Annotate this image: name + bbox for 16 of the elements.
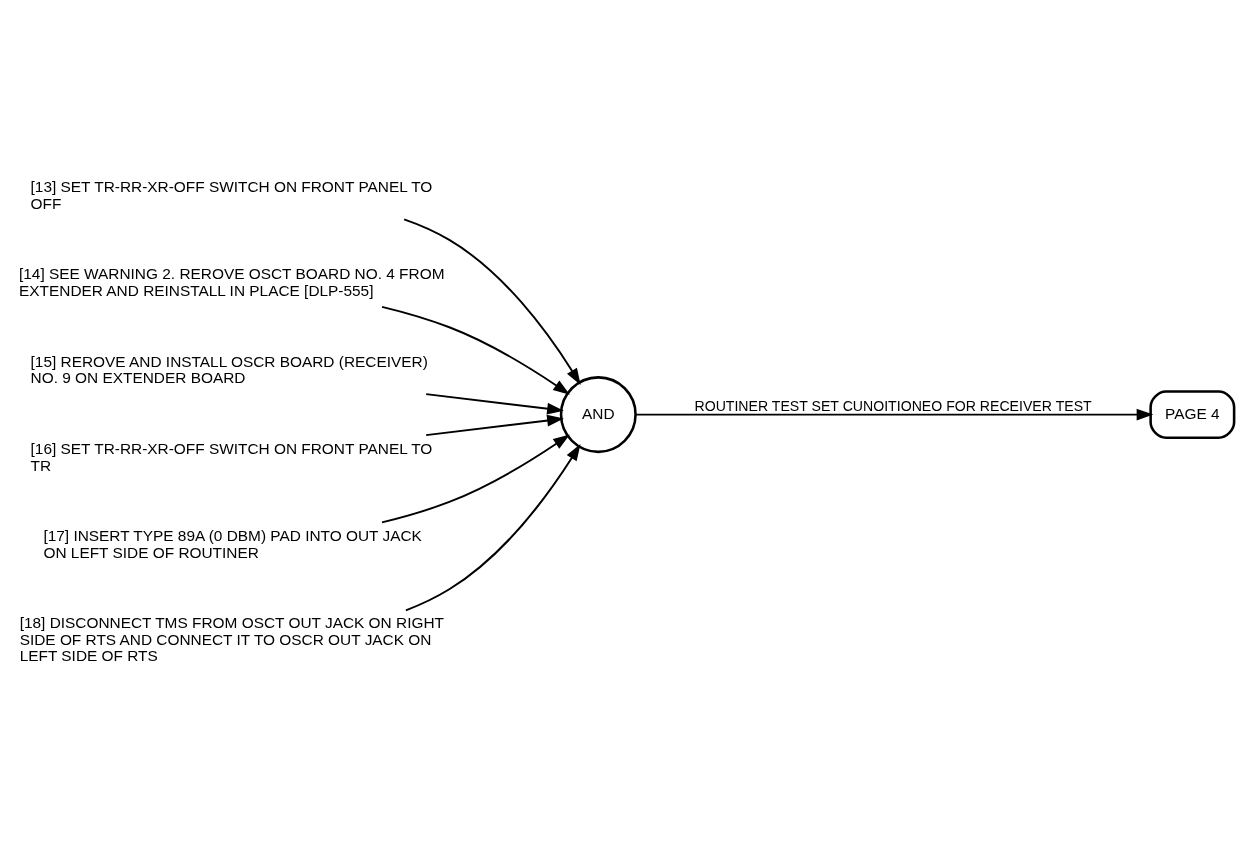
node-text: [13] SET TR-RR-XR-OFF SWITCH ON FRONT PANEL TO OFF — [30, 177, 433, 212]
node-text: [15] REROVE AND INSTALL OSCR BOARD (RECEIVER) NO. 9 ON EXTENDER BOARD — [30, 352, 428, 387]
arrow — [381, 305, 570, 395]
arrow — [381, 434, 570, 524]
arrow — [634, 408, 1154, 421]
node-text: [14] SEE WARNING 2. REROVE OSCT BOARD NO. 4 FROM EXTENDER AND REINSTALL IN PLACE [DLP-555] — [19, 265, 445, 299]
node-text: [18] DISCONNECT TMS FROM OSCT OUT JACK ON RIGHT SIDE OF RTS AND CONNECT IT TO OSCR OUT JACK ON LEFT SIDE OF RTS — [19, 613, 444, 665]
node-box: PAGE 4 — [1149, 390, 1236, 439]
node-text: [16] SET TR-RR-XR-OFF SWITCH ON FRONT PANEL TO TR — [30, 439, 433, 474]
node-circle: AND — [559, 376, 637, 454]
arrow — [425, 414, 564, 437]
arrow — [425, 393, 564, 415]
edge-label: ROUTINER TEST SET CUNOITIONEO FOR RECEIVER TEST — [694, 397, 1092, 414]
arrow — [403, 218, 581, 385]
node-text: [17] INSERT TYPE 89A (0 DBM) PAD INTO OUT JACK ON LEFT SIDE OF ROUTINER — [43, 527, 422, 561]
arrow — [404, 444, 581, 612]
